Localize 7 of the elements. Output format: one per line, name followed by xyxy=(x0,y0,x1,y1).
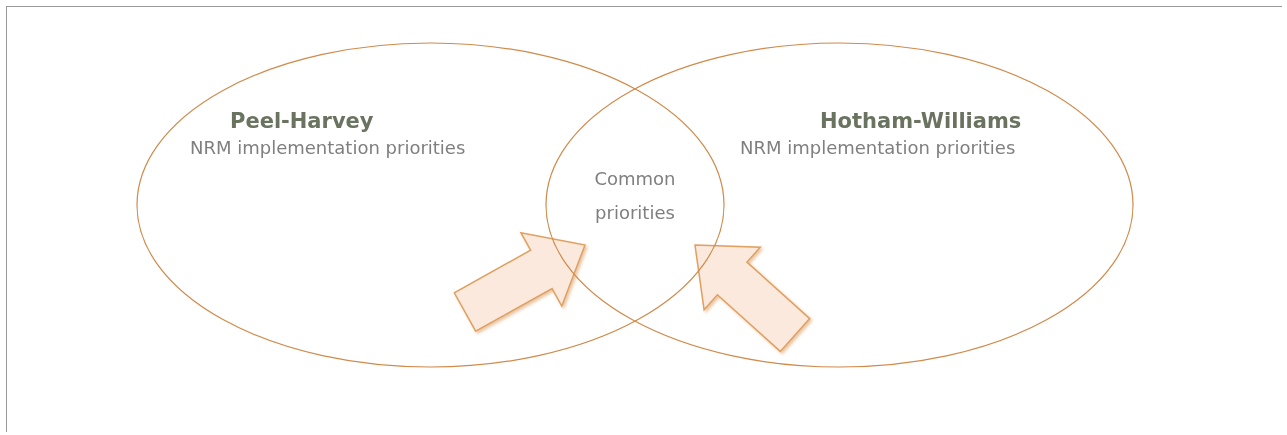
block-arrow xyxy=(453,231,586,333)
overlap-label: Common priorities xyxy=(593,167,677,225)
region-subtitle: NRM implementation priorities xyxy=(740,137,1016,158)
block-arrow xyxy=(694,244,811,353)
region-title: Peel-Harvey xyxy=(230,109,374,133)
region-title: Hotham-Williams xyxy=(820,109,1022,133)
region-subtitle: NRM implementation priorities xyxy=(190,137,466,158)
